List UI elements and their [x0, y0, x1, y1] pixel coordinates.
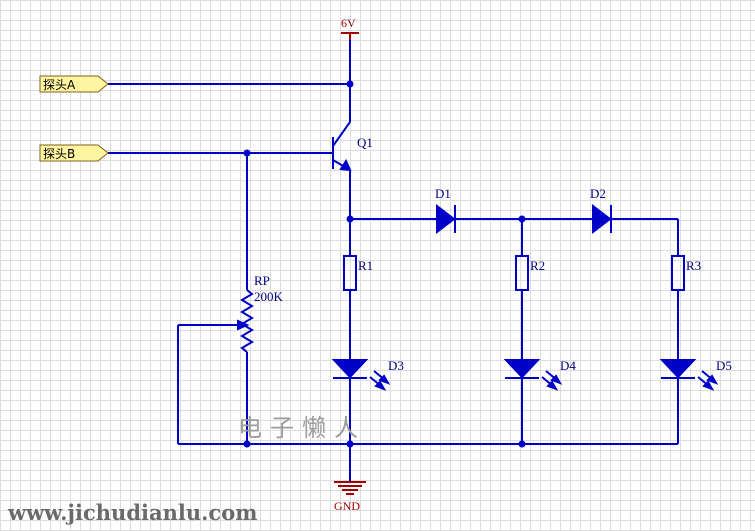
junctions — [243, 80, 526, 448]
port-label: 探头A — [43, 78, 76, 92]
diode-label: D1 — [435, 186, 451, 201]
power-6v-symbol: 6V — [341, 16, 359, 40]
resistor-label: R1 — [358, 258, 373, 273]
ground-label: GND — [334, 499, 360, 513]
resistor-r2: R2 — [515, 255, 545, 291]
junction-dot — [243, 440, 251, 448]
diode-label: D2 — [590, 186, 606, 201]
port-label: 探头B — [43, 147, 75, 161]
diode-d1: D1 — [435, 186, 456, 235]
junction-dot — [346, 215, 354, 223]
led-d5: D5 — [659, 358, 732, 391]
diode-d2: D2 — [590, 186, 612, 235]
junction-dot — [243, 149, 251, 157]
transistor-q1: Q1 — [332, 121, 373, 172]
led-label: D3 — [388, 358, 404, 373]
led-d3: D3 — [331, 358, 404, 391]
power-label: 6V — [341, 16, 356, 30]
junction-dot — [518, 440, 526, 448]
resistor-r1: R1 — [343, 255, 373, 291]
led-d4: D4 — [503, 358, 576, 391]
ground-symbol: GND — [334, 481, 366, 513]
resistor-label: R2 — [530, 258, 545, 273]
watermark-url: www.jichudianlu.com — [7, 500, 257, 525]
junction-dot — [518, 215, 526, 223]
port-probe-b[interactable]: 探头B — [39, 144, 109, 162]
watermark-chinese: 电子懒人 — [238, 414, 366, 442]
potentiometer-value: 200K — [254, 289, 284, 304]
junction-dot — [346, 440, 354, 448]
junction-dot — [346, 80, 354, 88]
wires — [108, 40, 679, 482]
led-label: D4 — [560, 358, 576, 373]
resistor-r3: R3 — [671, 255, 701, 291]
resistor-label: R3 — [686, 258, 701, 273]
transistor-label: Q1 — [357, 135, 373, 150]
potentiometer-rp: RP 200K — [237, 273, 284, 353]
port-probe-a[interactable]: 探头A — [39, 75, 109, 93]
potentiometer-label: RP — [254, 273, 270, 288]
led-label: D5 — [716, 358, 732, 373]
